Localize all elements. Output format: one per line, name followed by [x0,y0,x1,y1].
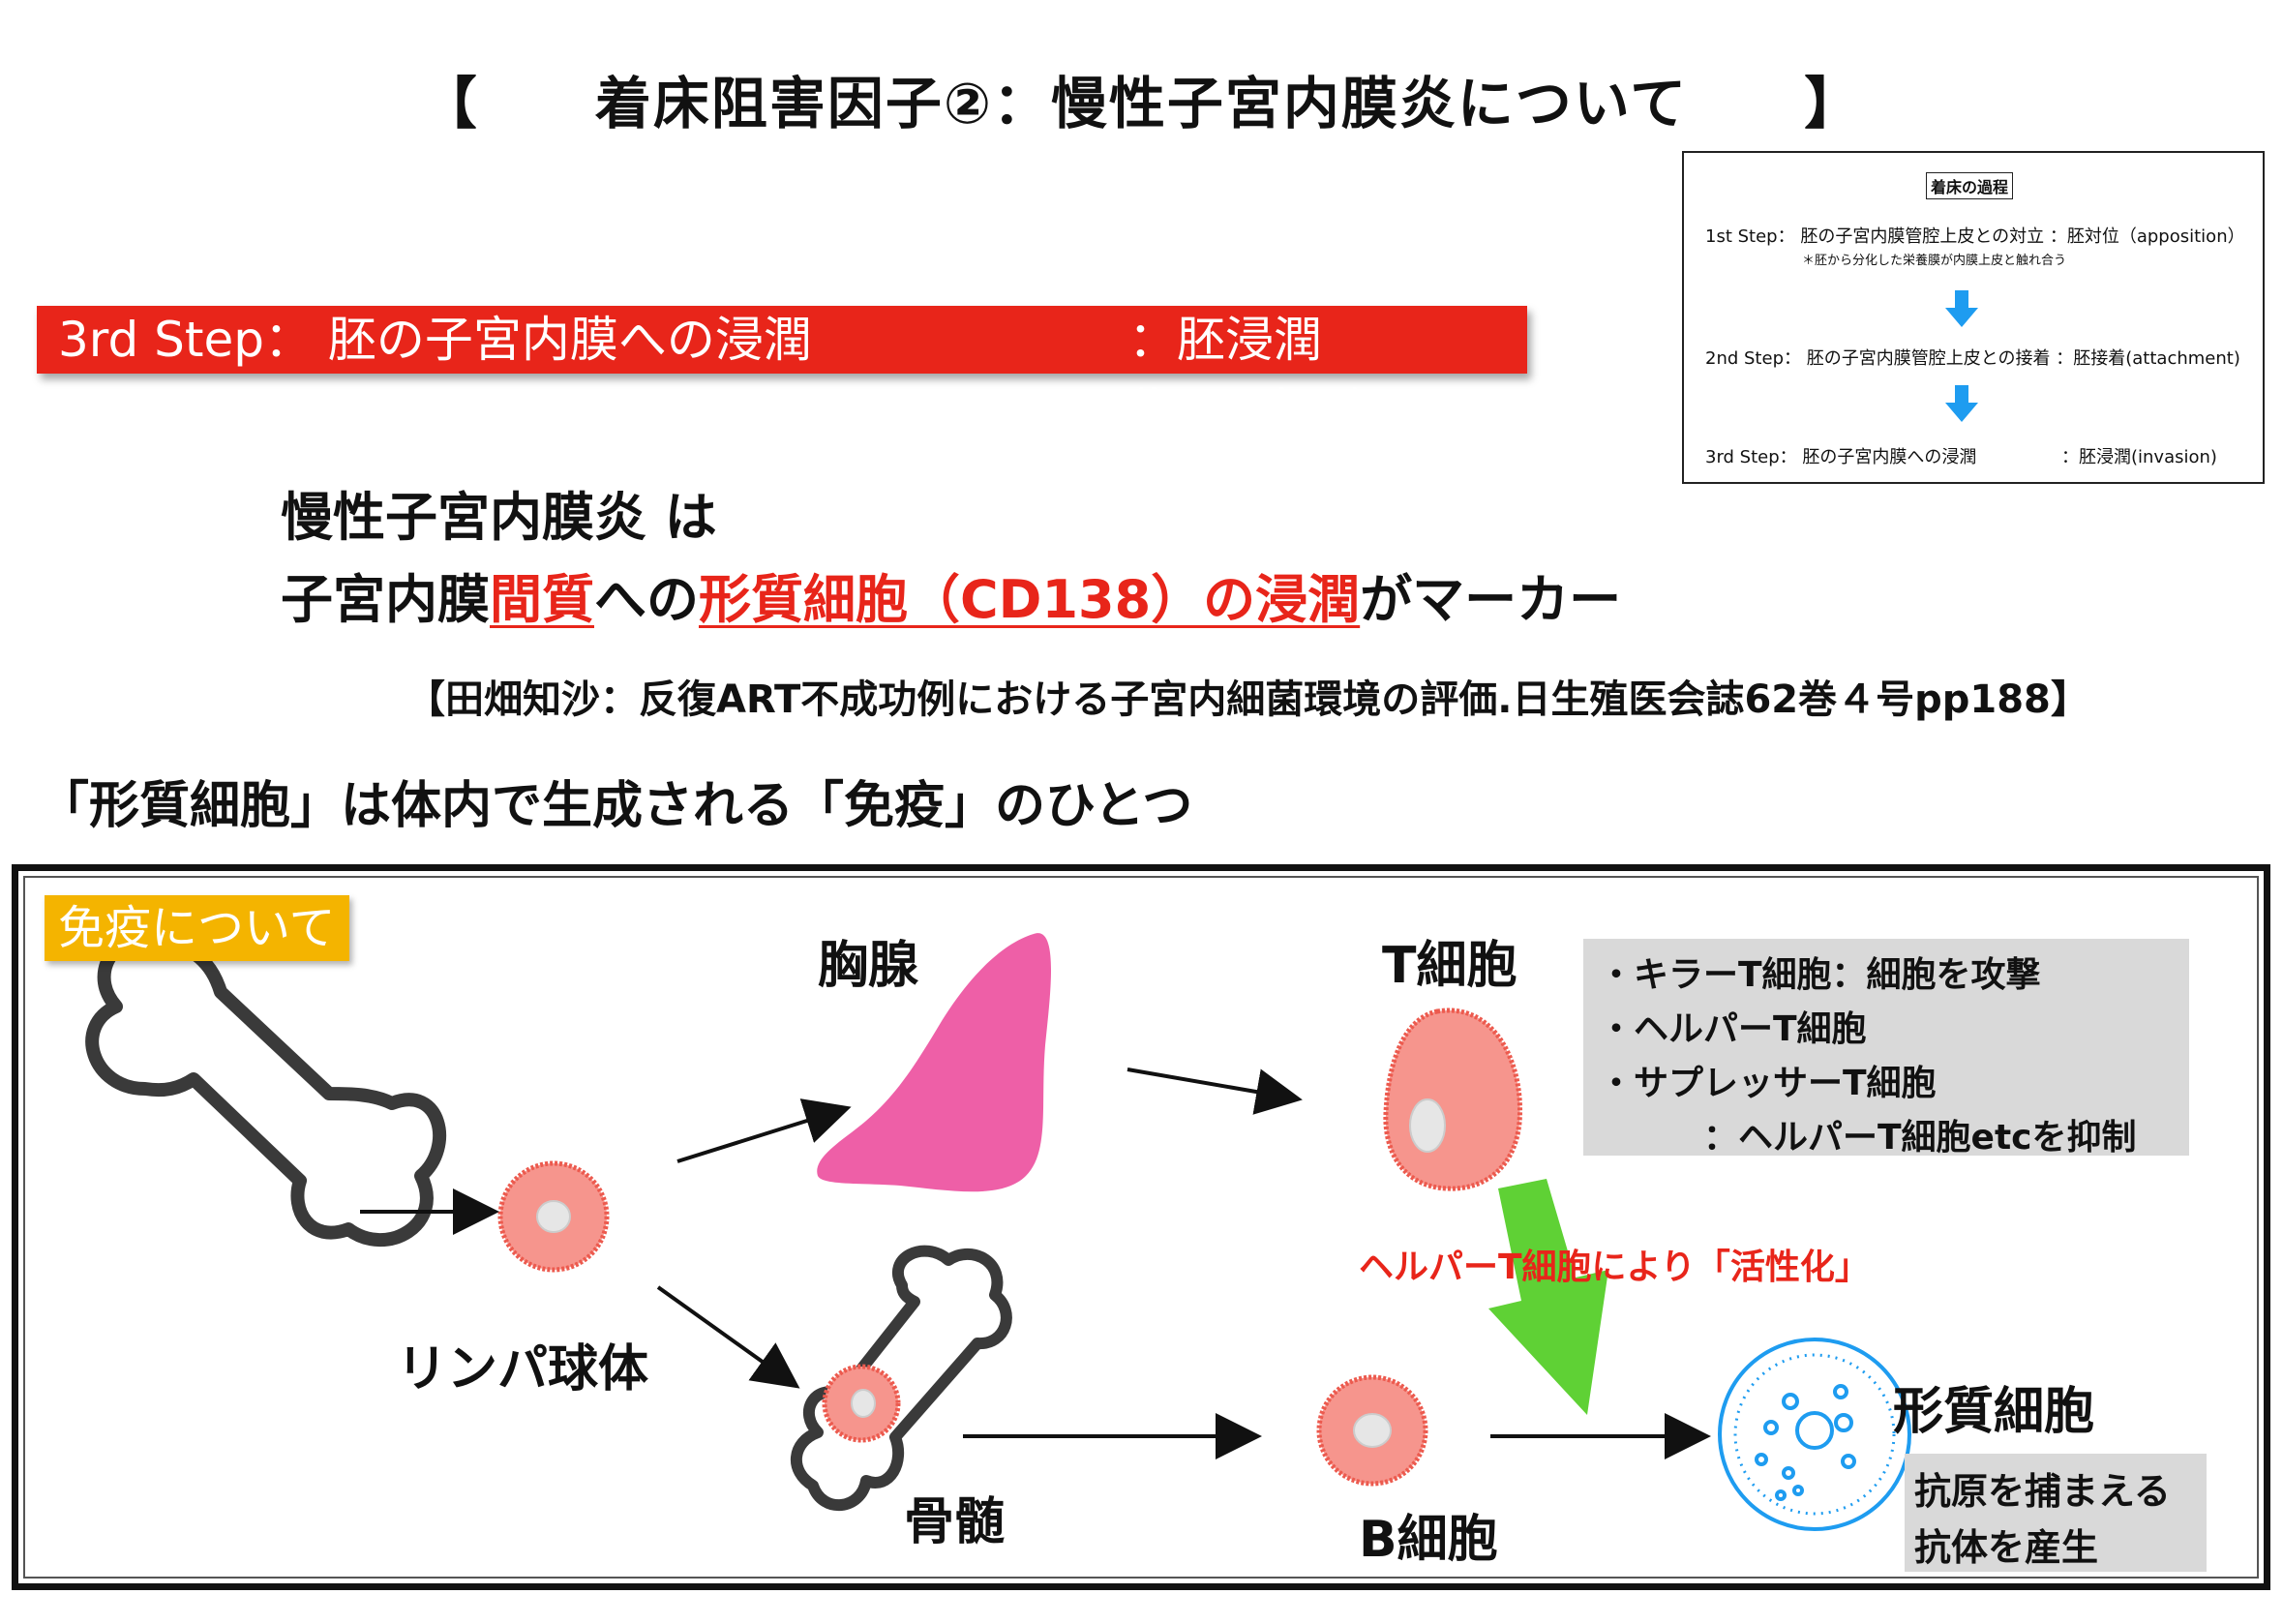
plasma-roles-box: 抗原を捕まえる 抗体を産生 [1905,1454,2207,1572]
statement-plasma-infiltration: 形質細胞（CD138）の浸潤 [699,569,1361,630]
b-cell-label: B細胞 [1359,1511,1498,1569]
marrow-cell-icon [822,1364,901,1443]
b-cell-icon [1316,1374,1428,1487]
statement-line1: 慢性子宮内膜炎 は [281,487,717,548]
t-cell-label: T細胞 [1382,937,1517,995]
inset-step1: 1st Step： 胚の子宮内膜管腔上皮との対立 ：胚対位（apposition… [1705,226,2245,247]
step-banner-label: 3rd Step： 胚の子宮内膜への浸潤 [58,312,812,368]
inset-header: 着床の過程 [1926,172,2014,199]
implantation-process-box: 着床の過程 1st Step： 胚の子宮内膜管腔上皮との対立 ：胚対位（appo… [1682,151,2265,484]
t-cell-icon [1383,1007,1523,1191]
lymphocyte-cell-icon [497,1160,610,1273]
bone-icon [85,930,447,1247]
statement-stroma: 間質 [490,569,594,630]
title-text: 着床阻害因子②：慢性子宮内膜炎について [594,71,1689,136]
statement-part-a: 子宮内膜 [281,569,490,630]
thymus-icon [817,933,1052,1192]
page-title: 【 着床阻害因子②：慢性子宮内膜炎について 】 [0,58,2283,139]
t-type-suppressor-note: ：ヘルパーT細胞etcを抑制 [1703,1118,2137,1158]
thymus-label: 胸腺 [818,937,919,995]
inset-step3-term: ：胚浸潤(invasion) [2061,447,2217,467]
plasma-role-capture: 抗原を捕まえる [1914,1470,2171,1513]
inset-step1-note: ＊胚から分化した栄養膜が内膜上皮と触れ合う [1802,254,2067,268]
section-heading: 「形質細胞」は体内で生成される「免疫」のひとつ [39,777,1193,835]
t-cell-types-box: ・キラーT細胞：細胞を攻撃 ・ヘルパーT細胞 ・サプレッサーT細胞 ：ヘルパーT… [1583,939,2189,1158]
title-open-bracket: 【 [420,71,479,136]
immunity-diagram-frame [12,864,2270,1590]
marrow-label: 骨髄 [904,1493,1006,1551]
small-bone-icon [791,1245,1012,1512]
arrow-to-thymus [676,1098,852,1163]
inset-step2: 2nd Step： 胚の子宮内膜管腔上皮との接着 ：胚接着(attachment… [1705,348,2240,369]
green-down-arrow-icon [1488,1179,1608,1415]
citation: 【田畑知沙：反復ART不成功例における子宮内細菌環境の評価.日生殖医会誌62巻４… [406,677,2089,722]
statement-part-e: がマーカー [1360,569,1622,630]
plasma-role-antibody: 抗体を産生 [1914,1526,2099,1569]
arrow-to-marrow [656,1285,800,1389]
t-type-suppressor: ・サプレッサーT細胞 [1599,1064,1937,1103]
t-type-helper: ・ヘルパーT細胞 [1599,1009,1867,1049]
lymphocyte-label: リンパ球体 [397,1340,649,1398]
activation-label: ヘルパーT細胞により「活性化」 [1359,1248,1870,1287]
down-arrow-icon [1945,290,1978,327]
down-arrow-icon [1945,385,1978,422]
inset-step3: 3rd Step： 胚の子宮内膜への浸潤 [1705,447,1977,467]
inset-arrows [1945,290,1978,422]
immunity-badge: 免疫について [45,895,349,961]
title-close-bracket: 】 [1804,71,1863,136]
plasma-cell-label: 形質細胞 [1893,1383,2095,1441]
arrow-thymus-to-tcell [1126,1068,1303,1115]
statement-part-c: への [594,569,699,630]
t-type-killer: ・キラーT細胞：細胞を攻撃 [1599,955,2041,995]
step-banner: 3rd Step： 胚の子宮内膜への浸潤 ：胚浸潤(invasion) [37,306,1527,436]
statement-line2: 子宮内膜間質への形質細胞（CD138）の浸潤がマーカー [281,556,1621,633]
plasma-cell-icon [1718,1338,1911,1531]
step-banner-term: ：胚浸潤(invasion) [1128,312,1368,436]
